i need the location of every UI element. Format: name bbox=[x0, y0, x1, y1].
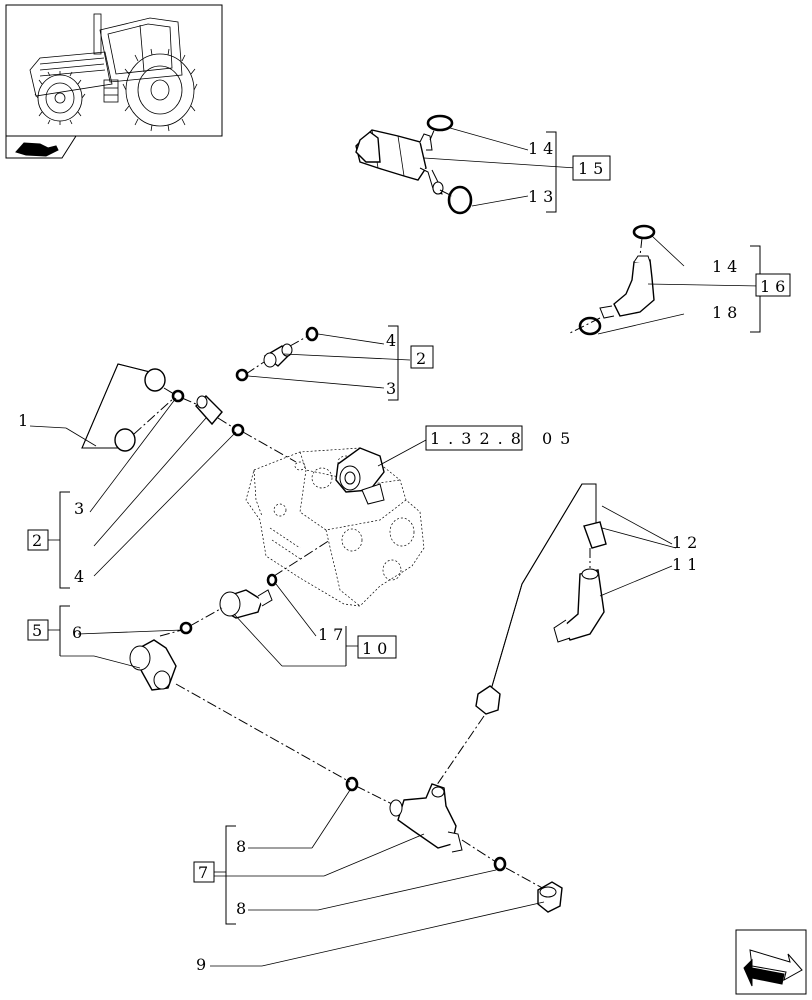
callout-17[interactable]: 17 bbox=[318, 625, 348, 644]
fitting-assembly-15 bbox=[355, 114, 473, 215]
group-5-parts bbox=[129, 621, 193, 691]
callout-14-b[interactable]: 14 bbox=[712, 257, 742, 276]
group-2-parts bbox=[133, 326, 319, 463]
callout-9[interactable]: 9 bbox=[196, 955, 211, 974]
callout-2-box bbox=[410, 345, 434, 369]
leader-line-ref bbox=[377, 439, 427, 467]
callout-8[interactable]: 8 bbox=[236, 837, 251, 856]
catalog-book-icon[interactable] bbox=[5, 135, 77, 159]
elbow-assembly-16 bbox=[567, 224, 656, 336]
callout-3[interactable]: 3 bbox=[386, 379, 401, 398]
callout-10-box bbox=[357, 635, 397, 659]
tractor-thumbnail[interactable] bbox=[5, 4, 223, 137]
leader-lines-15 bbox=[423, 127, 577, 213]
callout-15-box bbox=[572, 155, 611, 181]
elbow-11 bbox=[431, 548, 605, 793]
callout-7-box bbox=[193, 861, 215, 883]
group-10-parts bbox=[189, 539, 331, 627]
callout-1[interactable]: 1 bbox=[18, 411, 33, 430]
callout-16-box bbox=[755, 273, 791, 297]
callout-7[interactable]: 7 bbox=[198, 863, 213, 882]
callout-18[interactable]: 18 bbox=[712, 303, 742, 322]
callout-11[interactable]: 11 bbox=[672, 555, 702, 574]
reference-label[interactable]: 1.32.8 05 bbox=[430, 429, 578, 448]
valve-body bbox=[245, 447, 425, 607]
callout-5[interactable]: 5 bbox=[32, 621, 47, 640]
callout-4-b[interactable]: 4 bbox=[74, 567, 89, 586]
callout-5-box bbox=[27, 619, 49, 641]
callout-2-b-box bbox=[27, 529, 49, 551]
callout-10[interactable]: 10 bbox=[362, 639, 392, 658]
pipe-12 bbox=[475, 483, 607, 715]
leader-lines-7 bbox=[210, 789, 545, 967]
tee-7 bbox=[345, 776, 563, 913]
callout-15[interactable]: 15 bbox=[578, 159, 608, 178]
callout-16[interactable]: 16 bbox=[760, 277, 790, 296]
callout-8-b[interactable]: 8 bbox=[236, 899, 251, 918]
callout-12[interactable]: 12 bbox=[672, 533, 702, 552]
callout-6[interactable]: 6 bbox=[72, 623, 87, 642]
callout-13[interactable]: 13 bbox=[528, 187, 558, 206]
callout-2-b[interactable]: 2 bbox=[32, 531, 47, 550]
reference-box bbox=[425, 425, 523, 451]
leader-lines-11-12 bbox=[599, 505, 677, 597]
next-page-arrow-icon[interactable] bbox=[735, 929, 807, 995]
callout-4[interactable]: 4 bbox=[386, 331, 401, 350]
callout-14[interactable]: 14 bbox=[528, 139, 558, 158]
callout-3-b[interactable]: 3 bbox=[74, 499, 89, 518]
callout-2[interactable]: 2 bbox=[416, 349, 431, 368]
leader-lines-2 bbox=[29, 325, 411, 589]
callout-labels: 14 15 13 14 16 18 4 2 3 1 1.32.8 05 3 2 … bbox=[18, 139, 791, 974]
leader-lines-10-5 bbox=[48, 583, 358, 669]
pipe-1 bbox=[81, 363, 166, 452]
